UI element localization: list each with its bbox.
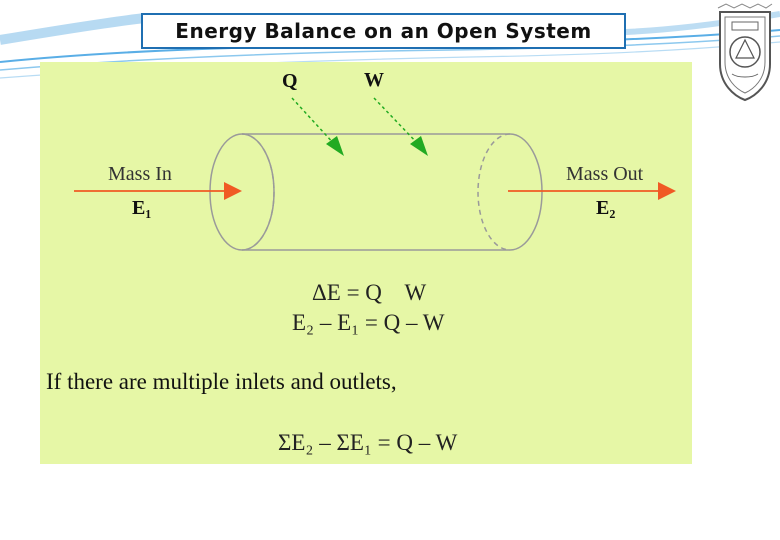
heat-arrow — [291, 97, 344, 156]
control-volume-cylinder — [209, 133, 543, 251]
mass-in-arrow — [74, 182, 242, 200]
university-seal-icon — [717, 3, 773, 102]
content-panel: Q W Mass In Mass Out E₁ E₂ ΔE = Q W E₂ –… — [40, 62, 692, 464]
heat-label: Q — [282, 70, 298, 92]
energy-difference-equation: E₂ – E₁ = Q – W — [292, 310, 445, 335]
mass-out-arrow — [508, 182, 676, 200]
energy-in-label: E₁ — [132, 197, 152, 219]
work-arrow — [373, 97, 428, 156]
mass-out-label: Mass Out — [566, 163, 644, 185]
slide-title: Energy Balance on an Open System — [141, 13, 626, 49]
work-label: W — [364, 69, 384, 91]
energy-out-label: E₂ — [596, 197, 616, 219]
energy-balance-equation: ΔE = Q W — [312, 280, 427, 305]
multiple-inlets-statement: If there are multiple inlets and outlets… — [46, 369, 397, 394]
summation-equation: ΣE₂ – ΣE₁ = Q – W — [278, 430, 458, 455]
open-system-diagram — [74, 97, 676, 251]
mass-in-label: Mass In — [108, 163, 172, 185]
